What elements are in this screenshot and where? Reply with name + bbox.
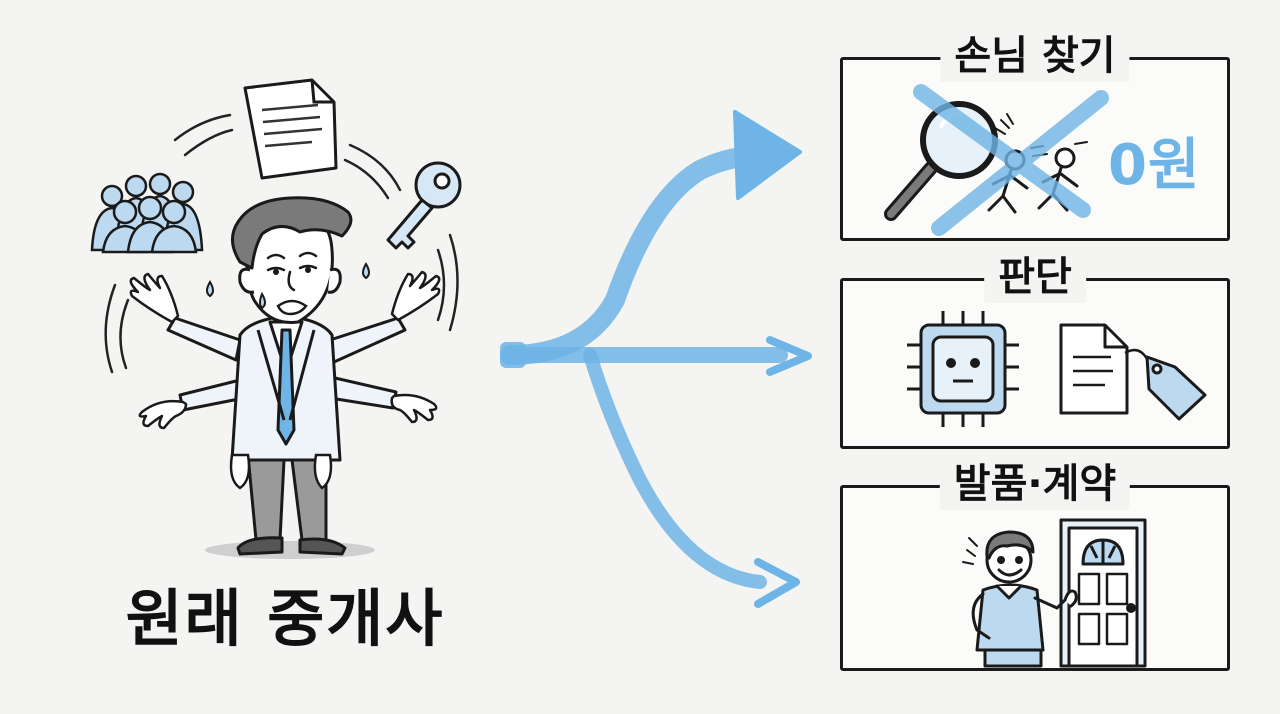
chip-icon bbox=[907, 311, 1019, 427]
agent-caption: 원래 중개사 bbox=[125, 582, 445, 655]
cost-label: 0원 bbox=[1108, 133, 1201, 198]
arrow-head-top bbox=[733, 110, 802, 200]
task-panel-find-customers: 손님 찾기 0원 bbox=[840, 30, 1230, 241]
cross-out-mark bbox=[913, 84, 1109, 236]
document-tag-icon bbox=[1059, 323, 1207, 421]
task-title: 손님 찾기 bbox=[940, 30, 1130, 82]
stressed-agent-illustration bbox=[90, 78, 462, 559]
smiling-agent-icon bbox=[962, 530, 1078, 668]
task-panel-legwork-contract: 발품·계약 bbox=[840, 458, 1230, 671]
people-group-icon bbox=[90, 172, 204, 254]
key-icon bbox=[386, 161, 462, 250]
task-title: 발품·계약 bbox=[939, 458, 1131, 510]
document-icon bbox=[243, 78, 338, 180]
task-title: 판단 bbox=[984, 251, 1086, 303]
door-icon bbox=[1059, 518, 1147, 668]
task-panel-judgment: 판단 bbox=[840, 251, 1230, 449]
